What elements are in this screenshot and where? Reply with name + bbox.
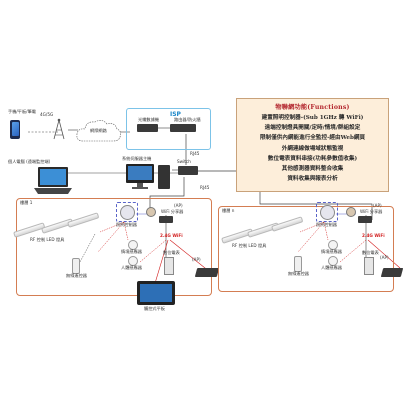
function-item: 遠端控制燈具開關/定時/情境/群組設定 — [264, 125, 361, 132]
digital-meter-icon — [164, 257, 174, 275]
area-left-wifi-label: 2.4G WiFi — [160, 233, 183, 238]
gateway-router-icon — [194, 268, 220, 277]
phone-label: 手機/平板/筆電 — [8, 109, 36, 114]
function-item: 建置照明控制器-(Sub 1GHz 轉 WiFi) — [261, 115, 364, 121]
bridge-icon — [346, 207, 356, 217]
area-right-lamp-label: RF 控制 LED 燈具 — [232, 243, 267, 248]
rj45-bottom-label: RJ45 — [200, 185, 210, 190]
area-right-remote-label: 無線遙控器 — [288, 271, 309, 276]
server-label: 系統伺服器主機 — [122, 156, 152, 161]
function-item: 數位電表資料串接(功耗參數值收集) — [267, 155, 358, 162]
area-right-sensor2-label: 人體感應器 — [321, 265, 342, 270]
area-left-sensor1-label: 情境感應器 — [121, 249, 142, 254]
area-right-wifi-label: 2.4G WiFi — [362, 233, 385, 238]
gateway-router-icon — [380, 268, 404, 277]
area-right-box — [218, 206, 394, 292]
area-right-meter-label: 數位電表 — [362, 250, 379, 255]
area-left-tablet-label: 觸控式平板 — [144, 306, 165, 311]
area-left-lamp-label: RF 控制 LED 燈具 — [30, 237, 65, 242]
functions-title: 物聯網功能(Functions) — [275, 104, 350, 111]
phone-icon — [10, 120, 20, 139]
area-left-meter-label: 數位電表 — [163, 250, 180, 255]
scene-sensor-icon — [328, 240, 338, 250]
area-left-gateway-tag: (AP) — [192, 257, 201, 262]
area-right-ap-label: WiFi 分享器 — [360, 209, 383, 214]
functions-panel: 物聯網功能(Functions) 建置照明控制器-(Sub 1GHz 轉 WiF… — [236, 98, 389, 192]
area-right-title: 樓層 n — [222, 208, 235, 213]
remote-control-icon — [294, 256, 302, 272]
controller-icon — [120, 205, 135, 220]
motion-sensor-icon — [328, 256, 338, 266]
switch-device — [178, 166, 198, 175]
digital-meter-icon — [364, 257, 374, 275]
switch-label: Switch — [177, 159, 191, 164]
scene-sensor-icon — [128, 240, 138, 250]
controller-box — [316, 202, 338, 222]
function-item: 外網連線做場域狀態監視 — [281, 145, 344, 152]
server-pc-icon — [126, 164, 170, 189]
isp-box — [126, 108, 211, 150]
area-left-remote-label: 無線遙控器 — [66, 273, 87, 278]
area-left-box — [16, 198, 212, 296]
function-item: 資料收集與報表分析 — [287, 176, 338, 183]
touch-tablet-icon — [137, 281, 175, 305]
controller-icon — [320, 205, 335, 220]
rj45-top-label: RJ45 — [190, 151, 200, 156]
area-left-ap-label: WiFi 分享器 — [161, 209, 184, 214]
laptop-label: 個人電腦 (遠端監控端) — [8, 159, 51, 164]
modem-device — [137, 124, 158, 132]
area-right-sensor1-label: 情境感應器 — [321, 249, 342, 254]
wifi-router-icon — [159, 216, 173, 223]
laptop-icon — [34, 167, 72, 194]
cell-tower-icon — [53, 118, 65, 140]
area-left-controller-label: 照明控制器 — [116, 222, 137, 227]
bridge-icon — [146, 207, 156, 217]
function-item: 其他感測器資料整合收集 — [281, 165, 344, 172]
internet-label: 網際網路 — [90, 128, 107, 133]
router-label: 路由器/防火牆 — [174, 117, 201, 122]
router-device — [170, 124, 196, 132]
area-left-sensor2-label: 人體感應器 — [121, 265, 142, 270]
area-left-ap-tag: (AP) — [174, 203, 183, 208]
motion-sensor-icon — [128, 256, 138, 266]
isp-label: ISP — [170, 111, 181, 118]
remote-control-icon — [72, 258, 80, 274]
function-item: 限制僅供內網能進行全監控-經由Web網頁 — [259, 135, 366, 142]
area-right-gateway-tag: (AP) — [380, 255, 389, 260]
controller-box — [116, 202, 138, 222]
area-right-controller-label: 照明控制器 — [316, 222, 337, 227]
wifi-router-icon — [358, 216, 372, 223]
mobile-network-label: 4G/5G — [40, 112, 54, 117]
area-left-title: 樓層 1 — [20, 200, 33, 205]
cloud-icon — [76, 120, 121, 142]
modem-label: 光纖數據機 — [138, 117, 159, 122]
area-right-ap-tag: (AP) — [373, 203, 382, 208]
